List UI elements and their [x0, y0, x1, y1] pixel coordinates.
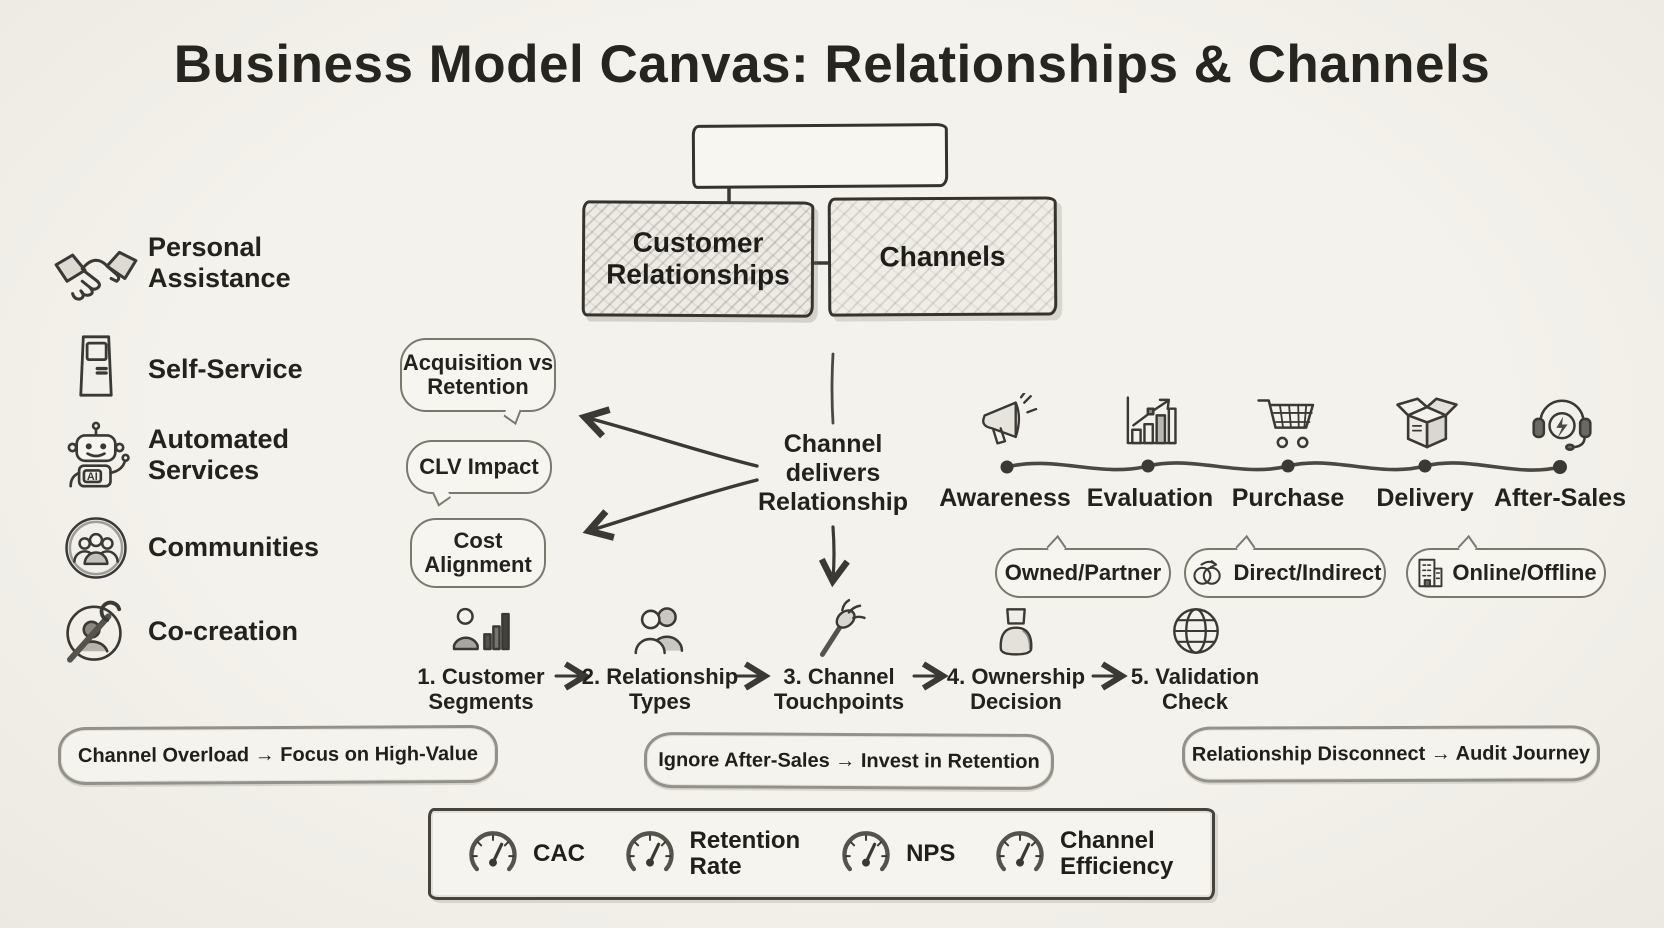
package-box-icon [1385, 386, 1469, 454]
process-step-label: 3. Channel Touchpoints [773, 664, 905, 714]
gauge-icon [838, 830, 894, 878]
two-people-icon [600, 602, 720, 660]
person-chart-icon [421, 602, 541, 660]
metric-channel-efficiency: Channel Efficiency [992, 828, 1178, 880]
journey-stage-label: Evaluation [1086, 484, 1214, 512]
insight-bubble-label: Cost Alignment [424, 528, 532, 577]
process-step-label: 5. Validation Check [1130, 664, 1260, 714]
journey-stage-label: After-Sales [1494, 484, 1626, 512]
robot-ai-text: AI [87, 471, 98, 483]
building-icon [1415, 556, 1445, 590]
warning-pill-relationship-disconnect: Relationship Disconnect → Audit Journey [1181, 725, 1601, 783]
communities-icon [58, 512, 134, 584]
channel-bubble-label: Owned/Partner [1004, 560, 1162, 585]
warning-pill-channel-overload: Channel Overload → Focus on High-Value [57, 724, 499, 786]
fork-icon [789, 598, 889, 660]
journey-stage-label: Delivery [1376, 484, 1474, 512]
channel-bubble-online-offline: Online/Offline [1406, 548, 1606, 598]
headset-icon [1524, 386, 1600, 454]
handshake-icon [50, 238, 142, 308]
insight-bubble-clv: CLV Impact [406, 440, 552, 494]
arrow-to-acquisition [578, 406, 759, 468]
channels-box: Channels [827, 196, 1058, 317]
gauge-icon [992, 830, 1048, 878]
line-boxes-to-note [830, 352, 835, 425]
process-step-label: 1. Customer Segments [417, 664, 545, 714]
warning-pill-label: Channel Overload → Focus on High-Value [77, 742, 479, 767]
relationship-type-label: Automated Services [148, 424, 289, 485]
insight-bubble-acquisition: Acquisition vs Retention [400, 338, 556, 412]
metric-retention-rate: Retention Rate [622, 828, 802, 880]
metric-label: Channel Efficiency [1060, 827, 1174, 880]
stamp-icon [988, 602, 1044, 660]
relationship-type-label: Personal Assistance [148, 232, 291, 293]
insight-bubble-cost: Cost Alignment [410, 518, 546, 588]
metric-label: NPS [906, 840, 956, 867]
metric-cac: CAC [465, 830, 585, 878]
globe-icon [1168, 602, 1224, 660]
arrow-note-down [818, 525, 850, 588]
warning-pill-label: Relationship Disconnect → Audit Journey [1191, 741, 1591, 766]
growth-chart-icon [1085, 390, 1215, 454]
channel-bubble-owned-partner: Owned/Partner [995, 548, 1171, 598]
arrow-to-cost [582, 478, 759, 541]
journey-dots [1000, 459, 1567, 474]
journey-stage-label: Purchase [1231, 484, 1345, 512]
top-box-label [695, 126, 945, 186]
page-title: Business Model Canvas: Relationships & C… [173, 35, 1491, 94]
warning-pill-label: Ignore After-Sales → Invest in Retention [658, 748, 1040, 773]
channel-bubble-direct-indirect: Direct/Indirect [1184, 548, 1386, 598]
co-creation-icon [52, 594, 136, 670]
customer-relationships-label: Customer Relationships [606, 226, 790, 291]
gauge-icon [465, 830, 521, 878]
warning-pill-ignore-aftersales: Ignore After-Sales → Invest in Retention [643, 731, 1055, 791]
center-note: Channel delivers Relationship [758, 430, 909, 516]
linked-rings-icon [1189, 559, 1227, 587]
megaphone-icon [940, 392, 1070, 454]
metrics-box: CAC Retention Rate [428, 808, 1215, 900]
process-step-label: 2. Relationship Types [581, 664, 739, 714]
shopping-cart-icon [1225, 390, 1351, 454]
channels-label: Channels [879, 240, 1006, 272]
gauge-icon [622, 830, 678, 878]
relationship-type-label: Co-creation [148, 616, 299, 646]
insight-bubble-label: Acquisition vs Retention [402, 350, 554, 399]
robot-icon: AI [52, 420, 140, 492]
metric-nps: NPS [838, 830, 955, 878]
customer-relationships-box: Customer Relationships [581, 200, 815, 318]
insight-bubble-label: CLV Impact [419, 454, 539, 479]
process-step-label: 4. Ownership Decision [946, 664, 1086, 714]
relationship-type-label: Communities [148, 532, 320, 562]
kiosk-icon [62, 330, 130, 402]
metric-label: Retention Rate [689, 827, 801, 880]
top-box [691, 123, 949, 189]
journey-stage-label: Awareness [939, 484, 1071, 512]
channel-bubble-label: Direct/Indirect [1233, 560, 1382, 585]
channel-bubble-label: Online/Offline [1452, 560, 1597, 585]
metric-label: CAC [533, 840, 585, 867]
relationship-type-label: Self-Service [148, 354, 303, 384]
